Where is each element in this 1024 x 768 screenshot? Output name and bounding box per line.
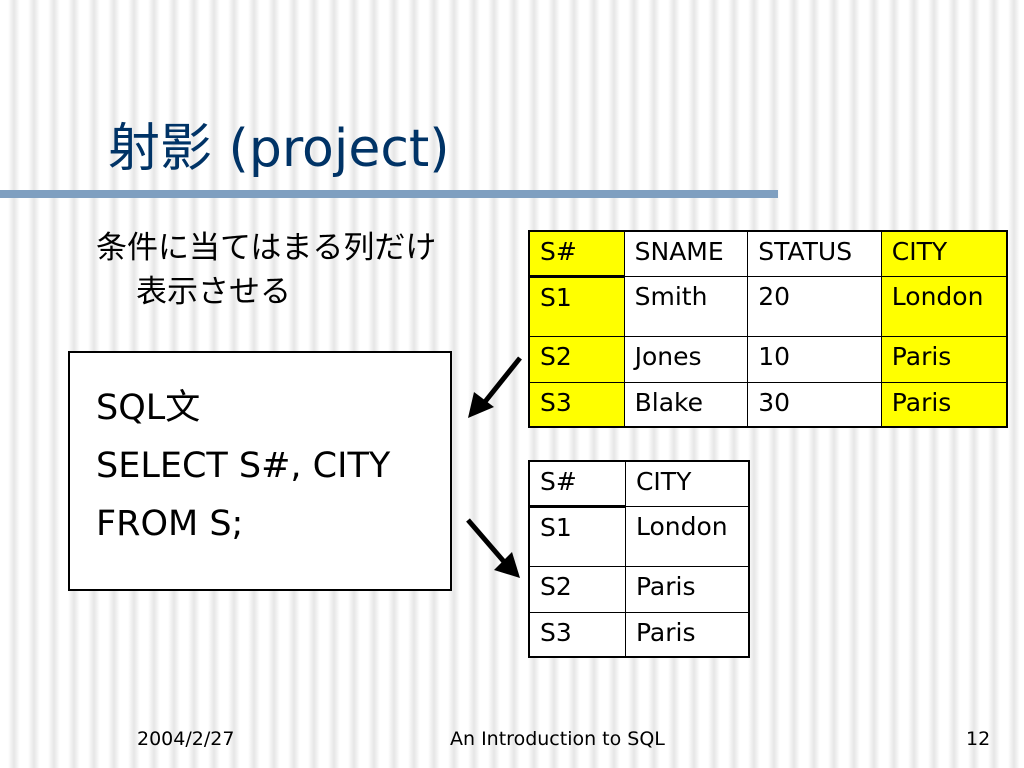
footer-title: An Introduction to SQL	[450, 728, 665, 750]
table-cell: S2	[528, 335, 625, 383]
table-cell: Jones	[623, 335, 749, 383]
table-cell: S3	[528, 611, 626, 658]
table-row: S3 Paris	[528, 611, 750, 658]
sql-select-line: SELECT S#, CITY	[96, 446, 391, 486]
table-row: S3 Blake 30 Paris	[528, 381, 1008, 428]
header-cell: CITY	[624, 460, 750, 507]
sql-from-line: FROM S;	[96, 504, 244, 544]
source-table-s: S# SNAME STATUS CITY S1 Smith 20 London …	[528, 230, 1008, 428]
slide-description: 条件に当てはまる列だけ 表示させる	[96, 226, 516, 314]
header-cell: S#	[528, 230, 625, 278]
table-row: S2 Paris	[528, 565, 750, 613]
table-cell: Paris	[624, 611, 750, 658]
table-cell: 20	[747, 275, 882, 337]
table-cell: Smith	[623, 275, 749, 337]
sql-label: SQL文	[96, 388, 201, 428]
table-cell: Paris	[880, 381, 1008, 428]
table-cell: London	[880, 275, 1008, 337]
title-underline	[0, 190, 778, 198]
slide-title: 射影 (project)	[108, 119, 450, 179]
table-row: S2 Jones 10 Paris	[528, 335, 1008, 383]
table-cell: Paris	[880, 335, 1008, 383]
result-table: S# CITY S1 London S2 Paris S3 Paris	[528, 460, 750, 658]
table-cell: London	[624, 505, 750, 567]
header-cell: CITY	[880, 230, 1008, 277]
table-cell: S2	[528, 565, 626, 613]
table-cell: S1	[528, 275, 625, 337]
table-header-row: S# CITY	[528, 460, 750, 508]
table-cell: Blake	[623, 381, 749, 428]
description-line-1: 条件に当てはまる列だけ	[96, 230, 437, 266]
table-cell: 10	[747, 335, 882, 383]
table-row: S1 Smith 20 London	[528, 275, 1008, 337]
footer-date: 2004/2/27	[137, 728, 235, 750]
description-line-2: 表示させる	[136, 274, 291, 310]
header-cell: SNAME	[623, 230, 749, 277]
table-cell: S3	[528, 381, 625, 428]
sql-statement-box: SQL文 SELECT S#, CITY FROM S;	[68, 351, 452, 591]
table-header-row: S# SNAME STATUS CITY	[528, 230, 1008, 278]
table-cell: 30	[747, 381, 882, 428]
arrow-down-left-icon	[468, 356, 522, 418]
header-cell: S#	[528, 460, 626, 508]
table-row: S1 London	[528, 505, 750, 567]
footer-page-number: 12	[966, 728, 991, 750]
table-cell: Paris	[624, 565, 750, 613]
header-cell: STATUS	[747, 230, 882, 277]
arrow-down-right-icon	[466, 518, 520, 578]
table-cell: S1	[528, 505, 626, 567]
